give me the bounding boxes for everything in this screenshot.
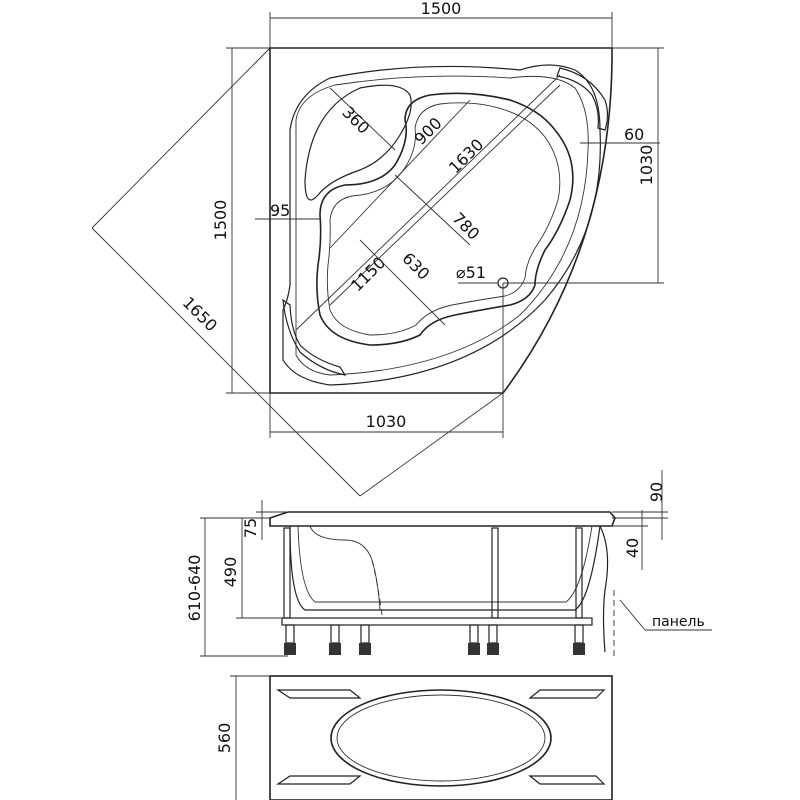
side-apron: [599, 525, 609, 653]
side-tub-body: [289, 525, 601, 611]
dim-diagonal-outer: 1650: [179, 293, 221, 335]
dim-line-900: [329, 99, 471, 249]
dim-bottom-side: 1030: [366, 412, 407, 431]
dim-line-diagonal: [91, 227, 361, 497]
dim-line-780: [394, 174, 471, 246]
side-tub-inner: [297, 525, 593, 603]
dim-line-630: [359, 239, 446, 326]
dim-seat-360: 360: [338, 103, 373, 138]
dim-depth-490: 490: [221, 557, 240, 588]
dim-height-560: 560: [215, 723, 234, 754]
dim-left-height: 1500: [211, 200, 230, 241]
dim-rim-40: 40: [623, 538, 642, 558]
side-view: панель 610-640 490 75 90 40: [185, 470, 712, 657]
dim-edge-60: 60: [624, 125, 644, 144]
dim-line-360: [329, 87, 396, 151]
plan-basin-inner: [326, 102, 561, 336]
side-post: [283, 527, 291, 619]
side-post: [575, 527, 583, 619]
side-rim: [269, 511, 616, 527]
end-armrest-bl: [276, 775, 362, 785]
end-basin-outer: [330, 689, 552, 787]
end-outline: [269, 675, 613, 800]
plan-outer-outline: [269, 47, 613, 394]
dim-drain-51: ⌀51: [456, 263, 486, 282]
plan-rim-inner: [295, 75, 589, 376]
dim-line-1630: [295, 74, 561, 331]
dim-inner-780: 780: [448, 209, 483, 244]
plan-right-armrest: [556, 67, 609, 131]
panel-label: панель: [652, 614, 705, 630]
side-frame-bar: [281, 617, 593, 626]
dim-top-width: 1500: [421, 0, 462, 18]
ext-line: [91, 47, 271, 229]
ext-line: [359, 392, 504, 497]
plan-left-armrest: [282, 298, 347, 376]
side-seat-hidden: [371, 559, 383, 616]
panel-leader: [619, 599, 646, 631]
dim-right-side: 1030: [637, 145, 656, 186]
end-view: 560: [215, 675, 613, 800]
side-post: [491, 527, 499, 619]
dim-edge-95: 95: [270, 201, 290, 220]
plan-view: 1500 1500 1650 1030 1030 60 95 360 900: [91, 0, 664, 497]
plan-basin-outline: [316, 92, 574, 346]
dim-width-1150: 1150: [347, 253, 389, 295]
dim-inner-900: 900: [411, 114, 446, 149]
plan-seat-recess: [304, 84, 412, 201]
dim-width-630: 630: [398, 249, 433, 284]
end-armrest-tl: [276, 689, 362, 699]
end-basin-inner: [336, 694, 546, 782]
end-armrest-br: [528, 775, 606, 785]
dim-height-range: 610-640: [185, 555, 204, 622]
dim-line-1150: [329, 84, 561, 306]
dim-overall-1630: 1630: [445, 135, 487, 177]
end-armrest-tr: [528, 689, 606, 699]
dim-rim-90: 90: [647, 482, 666, 502]
side-seat: [309, 525, 381, 611]
dim-rim-75: 75: [241, 518, 260, 538]
plan-rim-outline: [282, 64, 601, 386]
side-feet: [284, 624, 585, 655]
